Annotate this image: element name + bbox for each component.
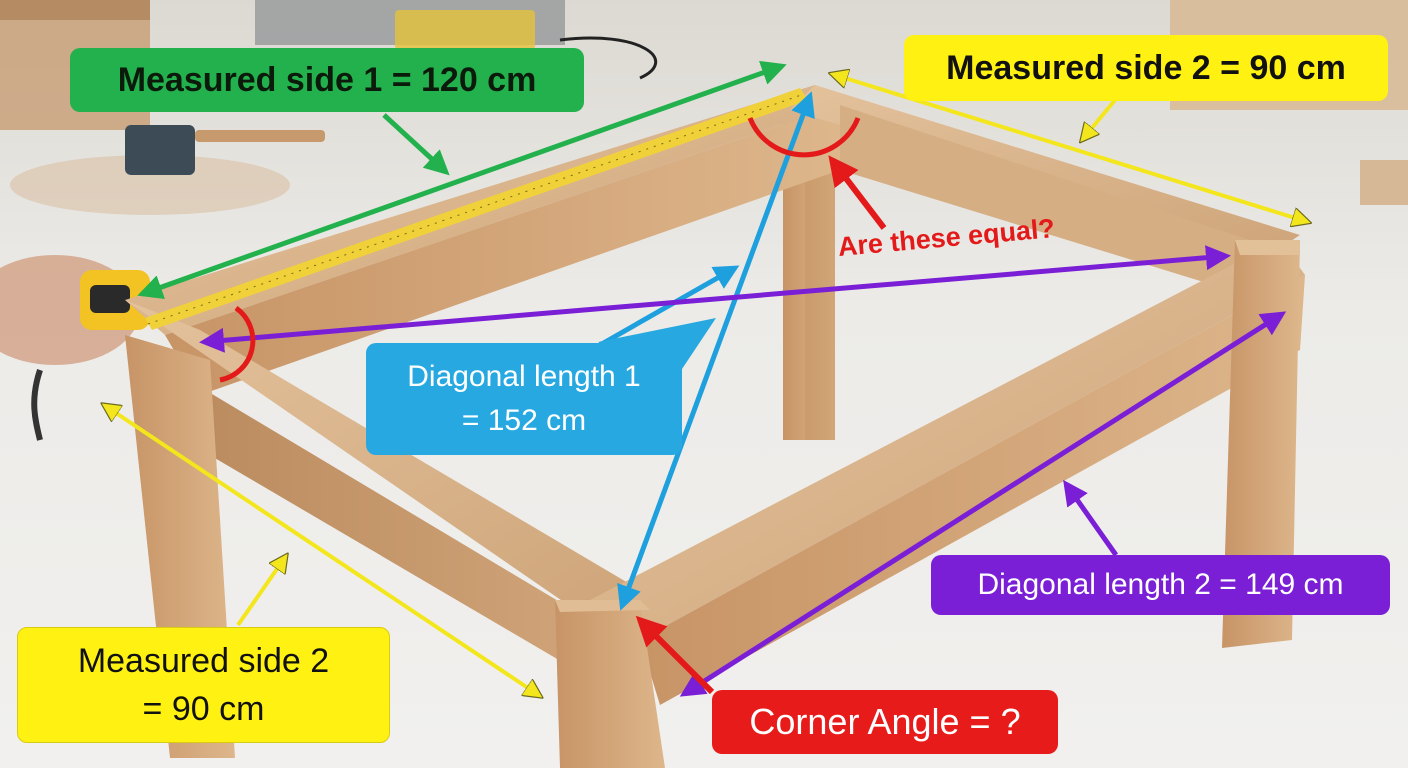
side2-bottom-label-line2: = 90 cm xyxy=(142,690,265,728)
diagonal2-lower-arrow xyxy=(679,311,1287,697)
side2-bottom-label-line1: Measured side 2 xyxy=(77,642,330,680)
corner-angle-label: Corner Angle = ? xyxy=(712,690,1058,754)
diagonal2-label: Diagonal length 2 = 149 cm xyxy=(931,555,1390,615)
equal-question-arrow xyxy=(828,155,887,230)
side2-bottom-label: Measured side 2 = 90 cm xyxy=(17,627,390,743)
corner-angle-arrow xyxy=(635,615,715,695)
hand-with-tape-measure xyxy=(0,255,150,441)
side2-top-label-text: Measured side 2 = 90 cm xyxy=(946,48,1346,87)
side2-top-pointer-arrow xyxy=(1082,98,1117,140)
side1-pointer-arrow xyxy=(382,113,450,176)
diagonal1-label-line1: Diagonal length 1 xyxy=(407,360,641,393)
corner-angle-arc-left xyxy=(219,305,256,383)
diagonal1-label: Diagonal length 1 = 152 cm xyxy=(366,343,682,455)
side2-top-label: Measured side 2 = 90 cm xyxy=(904,35,1388,101)
diagonal1-label-line2: = 152 cm xyxy=(461,404,587,437)
side1-label-text: Measured side 1 = 120 cm xyxy=(117,60,537,99)
drill-icon xyxy=(125,125,195,175)
side2-bottom-arrow xyxy=(104,405,540,696)
corner-angle-label-text: Corner Angle = ? xyxy=(749,701,1021,742)
diagonal2-label-text: Diagonal length 2 = 149 cm xyxy=(977,568,1344,601)
side2-bottom-pointer-arrow xyxy=(236,556,286,627)
diagonal2-arrow xyxy=(199,245,1231,353)
side1-label: Measured side 1 = 120 cm xyxy=(70,48,584,112)
diagonal2-pointer-arrow xyxy=(1063,479,1119,557)
corner-angle-arc-back xyxy=(747,117,861,158)
